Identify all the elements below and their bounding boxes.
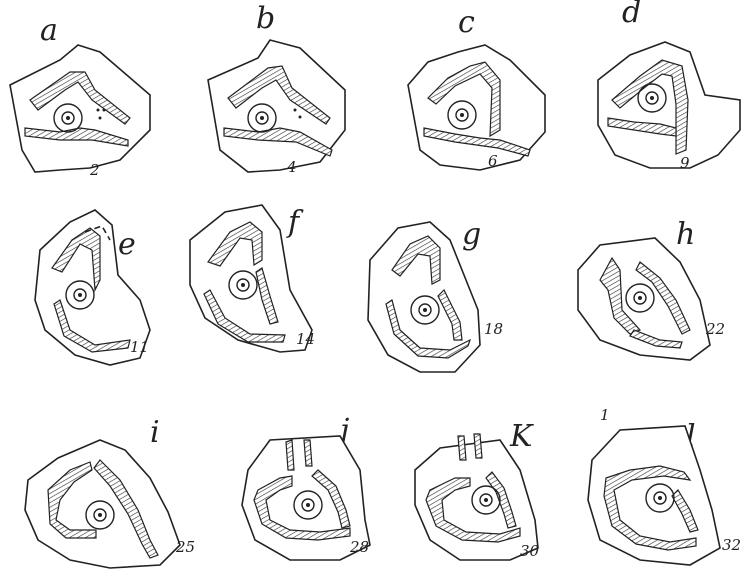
panel-e-letter: e	[118, 227, 136, 262]
panel-i-letter: i	[150, 415, 160, 450]
panel-j: j 28	[242, 413, 370, 560]
panel-i: i 25	[25, 415, 195, 568]
panel-l-number: 32	[722, 536, 741, 554]
panel-e-number: 11	[130, 338, 149, 356]
panel-k-letter: K	[509, 419, 534, 454]
panel-k: K 30	[415, 419, 540, 560]
stray-mark: 1	[600, 406, 610, 424]
panel-j-number: 28	[349, 538, 369, 556]
panel-b: b 4	[208, 1, 345, 176]
panel-b-letter: b	[256, 1, 275, 36]
panel-g-number: 18	[484, 320, 503, 338]
panel-d: d 9	[598, 0, 740, 172]
panel-d-letter: d	[622, 0, 641, 30]
panel-b-number: 4	[286, 158, 297, 176]
panel-a: a 2	[10, 13, 150, 179]
panel-i-number: 25	[175, 538, 195, 556]
panel-f-number: 14	[296, 330, 315, 348]
panel-h-letter: h	[676, 217, 695, 252]
panel-a-number: 2	[89, 161, 100, 179]
panel-c: c 6	[408, 5, 545, 170]
panel-g: g 18	[368, 217, 503, 372]
panel-a-letter: a	[40, 13, 58, 48]
panel-k-number: 30	[520, 542, 540, 560]
panel-f: f 14	[190, 205, 315, 352]
panel-f-letter: f	[286, 205, 304, 240]
panel-e: e 11	[35, 210, 150, 365]
panel-c-letter: c	[458, 5, 475, 40]
panel-c-number: 6	[488, 152, 498, 170]
panel-g-letter: g	[462, 217, 481, 252]
panel-d-number: 9	[680, 154, 690, 172]
panel-h: h 22	[578, 217, 725, 360]
panel-h-number: 22	[705, 320, 725, 338]
panel-l: l 1 32	[588, 406, 741, 565]
